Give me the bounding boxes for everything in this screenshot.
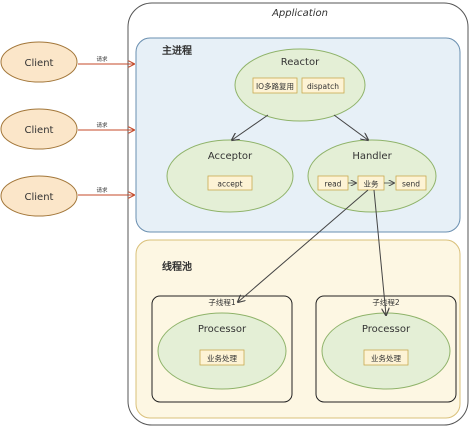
- reactor-dispatch-label: dispatch: [307, 82, 339, 91]
- thread-pool-title: 线程池: [162, 260, 192, 273]
- client-2-edge-label: 请求: [96, 121, 108, 129]
- sub-thread-2-label: 子线程2: [372, 297, 399, 307]
- reactor-node: [234, 48, 366, 122]
- processor-1-task-label: 业务处理: [207, 353, 237, 363]
- reactor-io-box: [252, 77, 298, 94]
- arrow-reactor-to-acceptor: [232, 114, 269, 140]
- processor-1-task-box: [199, 349, 245, 366]
- client-1: Client: [0, 41, 78, 83]
- application-title: Application: [271, 8, 328, 19]
- handler-read-label: read: [325, 180, 342, 189]
- processor-2-task-label: 业务处理: [371, 353, 401, 363]
- handler-send-box: [395, 175, 427, 191]
- reactor-dispatch-box: [301, 77, 345, 94]
- handler-title: Handler: [352, 151, 392, 162]
- main-process-title: 主进程: [162, 44, 192, 57]
- arrow-business-to-processor-2: [373, 189, 386, 315]
- client-3-label: Client: [25, 192, 54, 203]
- client-1-label: Client: [25, 58, 54, 69]
- client-1-edge-label: 请求: [96, 55, 108, 63]
- processor-2-title: Processor: [362, 324, 411, 335]
- client-3-edge-label: 请求: [96, 186, 108, 194]
- arrow-business-to-processor-1: [238, 189, 369, 302]
- client-3: Client: [0, 175, 78, 217]
- acceptor-accept-label: accept: [217, 180, 242, 189]
- client-2-label: Client: [25, 125, 54, 136]
- client-2: Client: [0, 108, 78, 150]
- handler-send-label: send: [402, 180, 420, 189]
- processor-1-title: Processor: [198, 324, 247, 335]
- arrow-reactor-to-handler: [333, 114, 368, 140]
- reactor-io-label: IO多路复用: [256, 81, 294, 91]
- acceptor-accept-box: [207, 175, 253, 191]
- processor-2-task-box: [363, 349, 409, 366]
- reactor-title: Reactor: [281, 57, 320, 68]
- sub-thread-1-label: 子线程1: [208, 297, 235, 307]
- handler-business-label: 业务: [364, 179, 379, 189]
- acceptor-title: Acceptor: [208, 151, 253, 162]
